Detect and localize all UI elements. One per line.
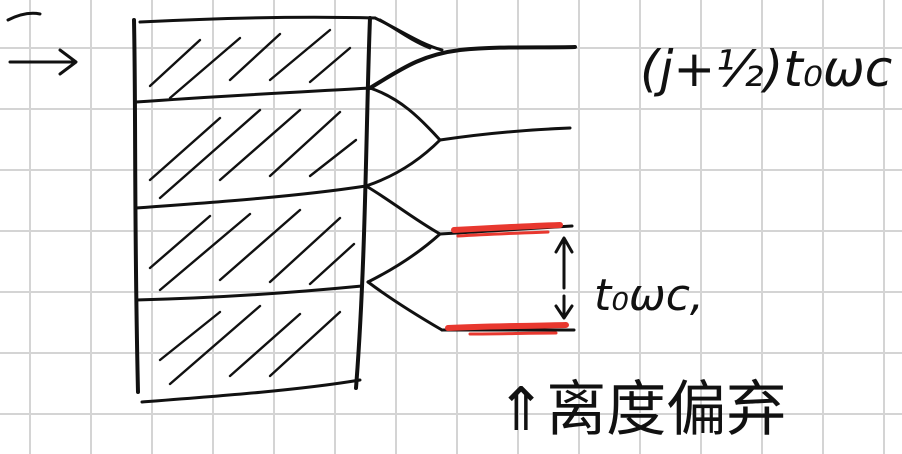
highlight-marks xyxy=(445,222,569,336)
right-arrow-icon xyxy=(6,11,78,76)
top-right-formula: (j+½)t₀ωc xyxy=(640,40,892,98)
output-lines xyxy=(364,16,577,332)
vertical-double-arrow-icon xyxy=(554,236,574,320)
hatched-block xyxy=(132,15,377,404)
bottom-label: ⇑离度偏弃 xyxy=(496,375,786,445)
middle-right-label: t₀ωc, xyxy=(594,270,704,321)
